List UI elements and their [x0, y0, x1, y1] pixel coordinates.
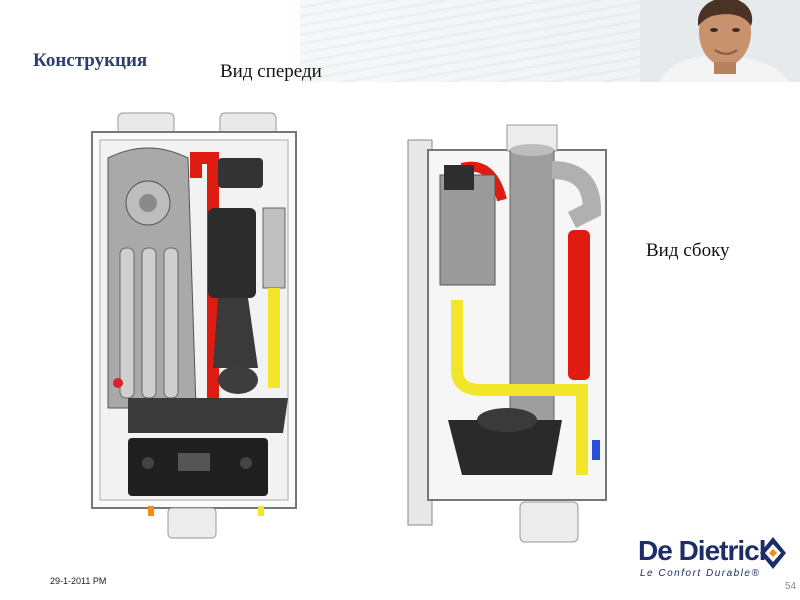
header-photo-person — [640, 0, 800, 82]
page-number: 54 — [785, 581, 797, 592]
de-dietrich-logo: De Dietrich Le Confort Durable® — [638, 535, 788, 583]
slide-date: 29-1-2011 PM — [50, 576, 107, 586]
boiler-side-view-illustration — [402, 120, 617, 560]
side-view-label: Вид сбоку — [646, 240, 730, 261]
slide-title: Конструкция — [33, 50, 148, 71]
boiler-front-view-illustration — [88, 108, 300, 548]
logo-brand-text: De Dietrich — [638, 535, 776, 566]
front-view-label: Вид спереди — [220, 61, 322, 82]
diamond-logo-icon — [758, 535, 788, 579]
logo-tagline: Le Confort Durable® — [640, 568, 761, 579]
header-blind-texture — [300, 0, 680, 82]
